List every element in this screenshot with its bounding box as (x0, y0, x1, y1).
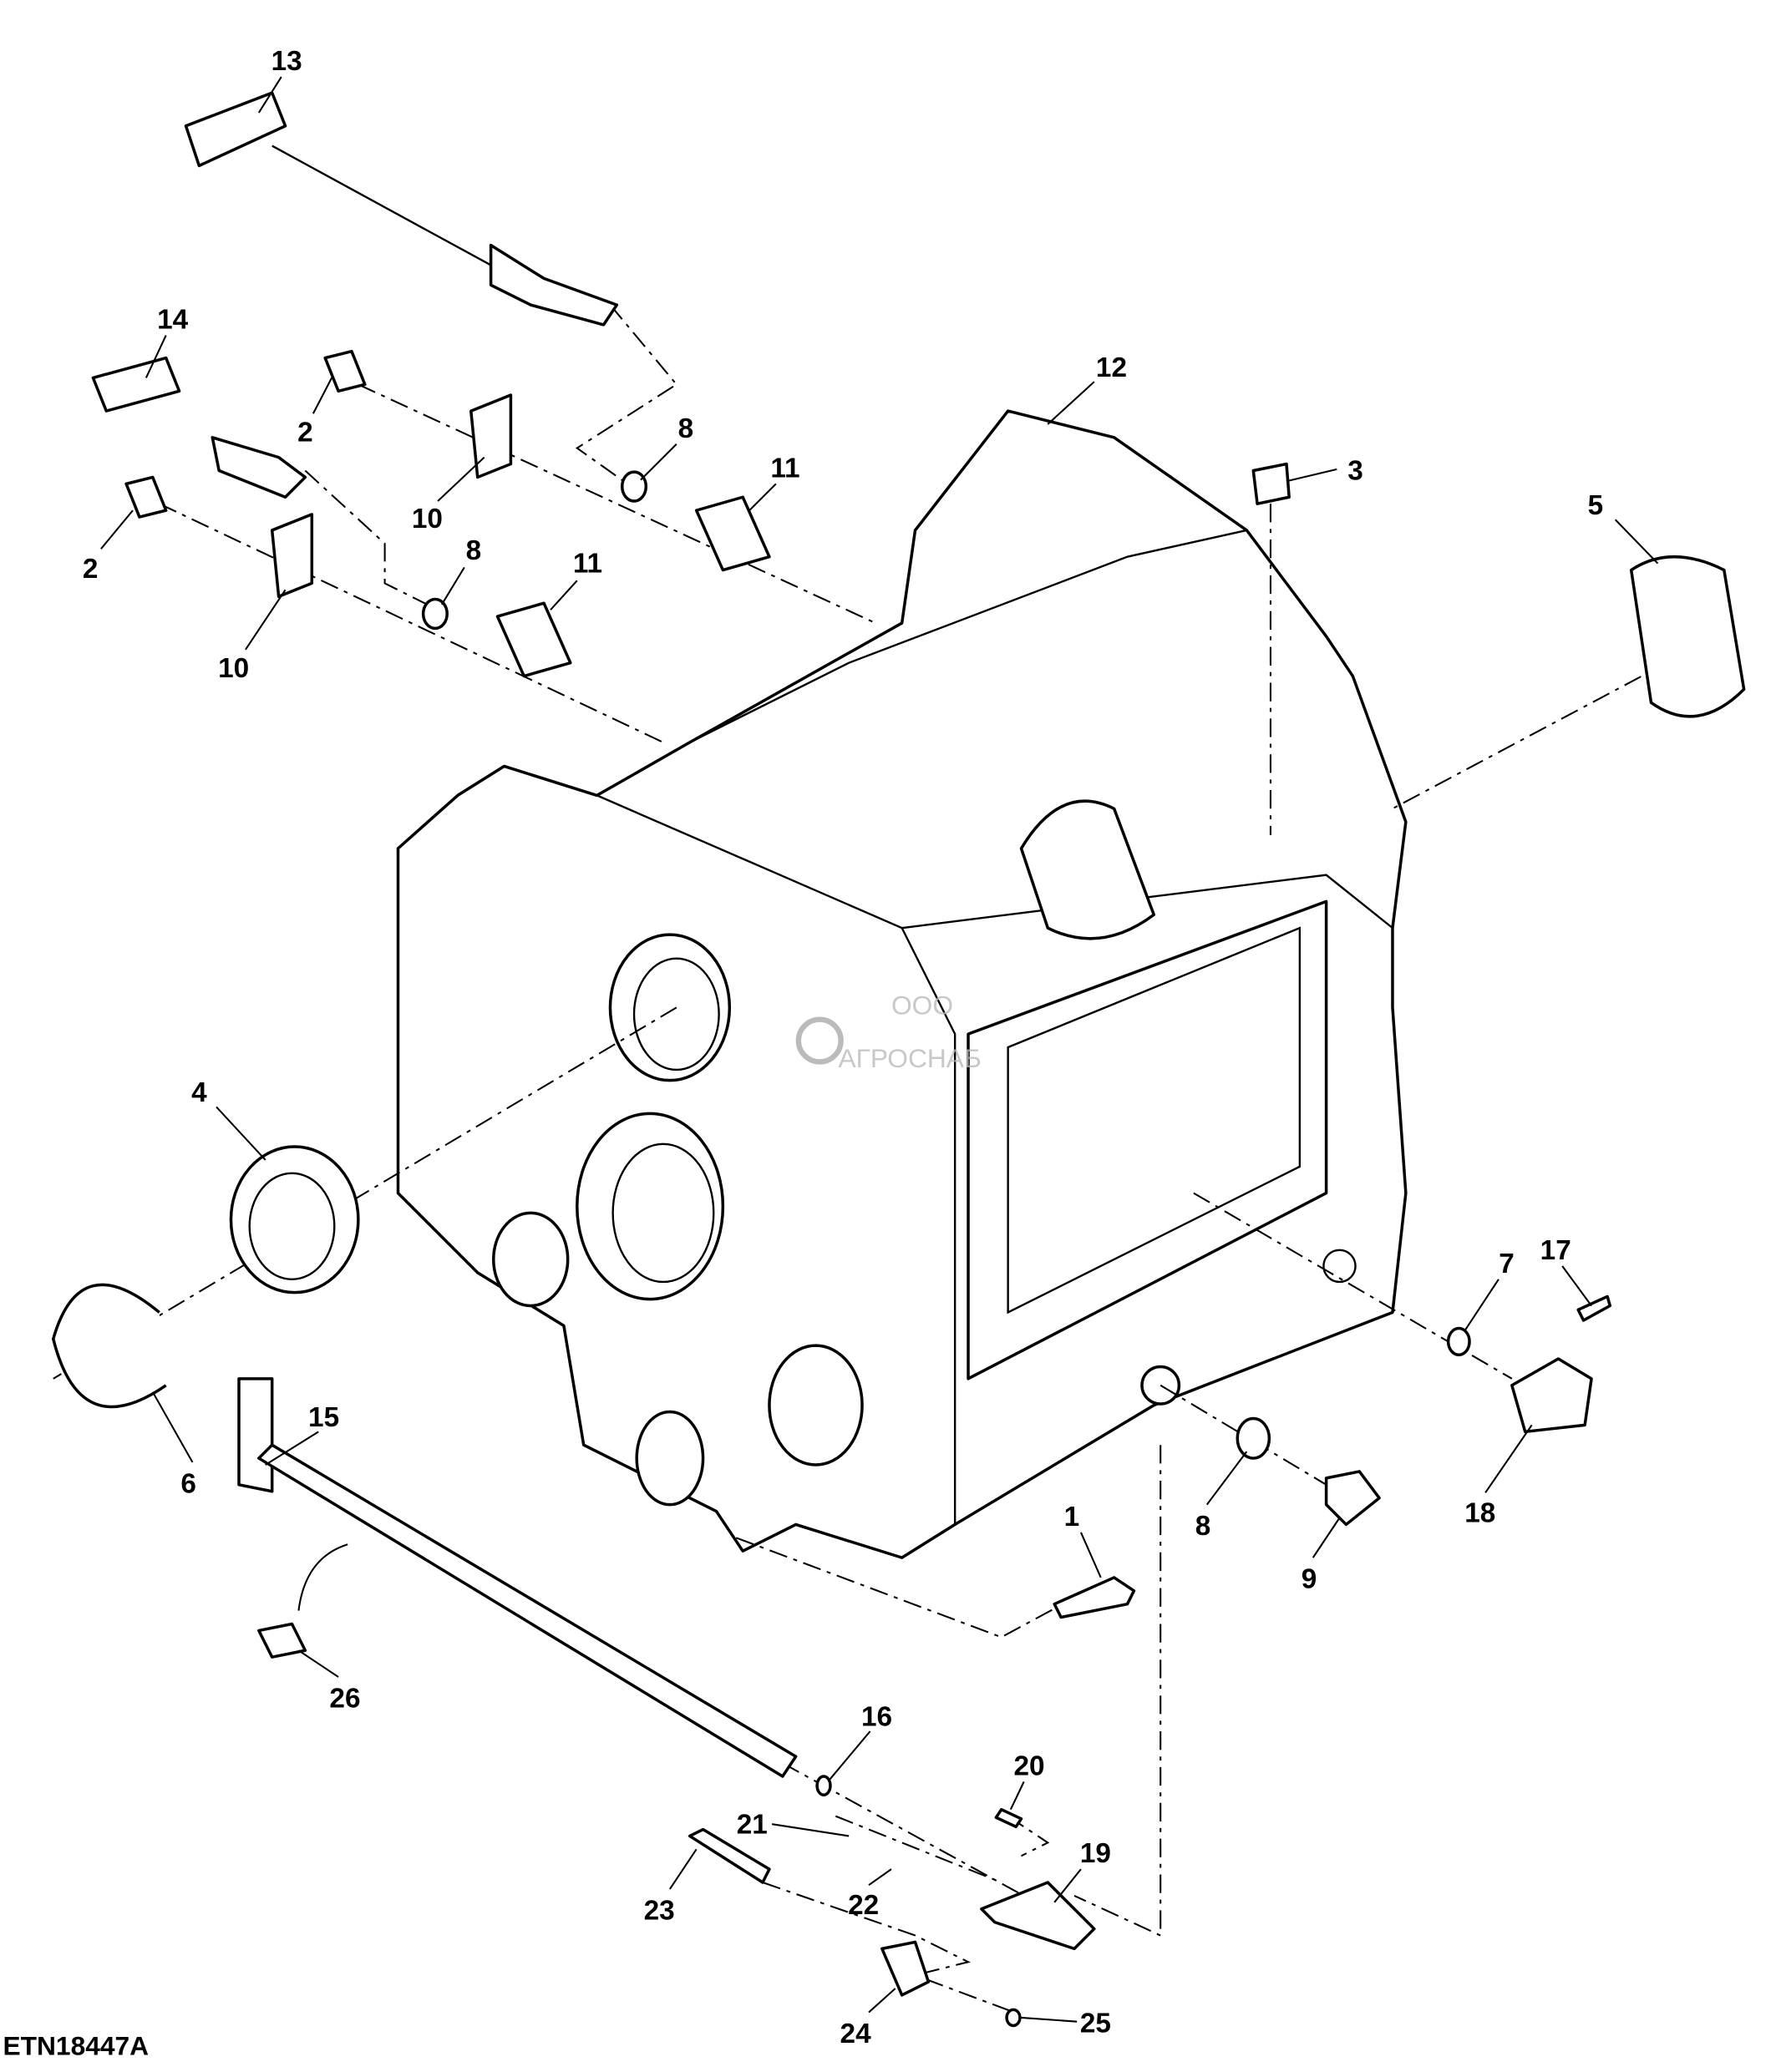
o-ring-7 (1446, 1326, 1471, 1356)
callout-23: 23 (644, 1895, 675, 1926)
callout-labels: 13 14 2 2 10 10 8 8 11 11 12 3 5 4 6 7 1… (83, 46, 1603, 2049)
transmission-housing (396, 409, 1408, 1559)
pin-23 (688, 1827, 771, 1884)
speed-sensor-13 (489, 243, 619, 327)
callout-16: 16 (861, 1702, 892, 1733)
harness-cable-13 (271, 144, 492, 266)
harness-connector-14 (91, 356, 181, 413)
callout-18: 18 (1464, 1497, 1495, 1528)
washer-16 (815, 1775, 832, 1796)
leader-lines (100, 76, 1659, 2023)
pin-20 (994, 1807, 1023, 1829)
parts (52, 91, 1746, 2028)
callout-8: 8 (678, 413, 694, 444)
lever-18 (1510, 1357, 1593, 1434)
callout-5: 5 (1588, 490, 1604, 521)
callout-19: 19 (1080, 1838, 1111, 1869)
plug-3 (1251, 462, 1291, 505)
svg-text:АГРОСНАБ: АГРОСНАБ (838, 1043, 981, 1073)
bushing-11b (495, 601, 572, 678)
callout-22: 22 (848, 1890, 879, 1921)
callout-13: 13 (271, 46, 302, 77)
callout-14: 14 (157, 305, 189, 336)
seal-5 (1629, 555, 1746, 718)
svg-text:ООО: ООО (891, 990, 953, 1020)
callout-12: 12 (1096, 352, 1127, 383)
callout-8: 8 (466, 535, 482, 566)
callout-11: 11 (770, 453, 799, 484)
snap-ring-6 (52, 1283, 167, 1409)
callout-1: 1 (1064, 1502, 1080, 1532)
bushing-11a (694, 495, 771, 572)
harness-connector-13 (184, 91, 287, 168)
speed-sensor-14 (211, 436, 307, 499)
callout-10: 10 (412, 504, 443, 534)
clip-24 (880, 1940, 931, 1997)
callout-9: 9 (1302, 1564, 1317, 1595)
spring-26 (257, 1622, 307, 1659)
o-ring-8a (620, 470, 648, 503)
callout-6: 6 (180, 1468, 196, 1499)
bolt-2b (124, 475, 168, 519)
clamp-10a (469, 393, 513, 479)
cap-screw-1 (1053, 1576, 1136, 1619)
shaft-bracket-15 (237, 1377, 274, 1493)
pin-17 (1576, 1294, 1612, 1322)
callout-21: 21 (737, 1809, 768, 1840)
callout-15: 15 (308, 1402, 339, 1433)
callout-17: 17 (1540, 1235, 1571, 1266)
callout-2: 2 (83, 554, 99, 585)
ring-25 (1005, 2008, 1022, 2028)
drain-plug-9 (1324, 1470, 1381, 1527)
lever-19 (980, 1881, 1096, 1951)
callout-8: 8 (1195, 1511, 1211, 1542)
callout-3: 3 (1347, 456, 1363, 487)
callout-2: 2 (297, 418, 313, 448)
bolt-2a (323, 349, 367, 393)
o-ring-8c (1236, 1416, 1271, 1460)
callout-26: 26 (329, 1683, 360, 1714)
figure-id: ETN18447A (3, 2030, 149, 2060)
o-ring-8b (421, 597, 449, 631)
callout-4: 4 (191, 1077, 207, 1108)
callout-10: 10 (218, 653, 249, 684)
shaft-15 (257, 1443, 798, 1778)
callout-20: 20 (1014, 1750, 1045, 1781)
callout-25: 25 (1080, 2008, 1111, 2039)
callout-24: 24 (840, 2019, 872, 2049)
callout-11: 11 (573, 549, 602, 580)
watermark: ООО АГРОСНАБ (795, 990, 982, 1073)
clamp-10b (270, 513, 314, 599)
rotation-arrow (297, 1543, 348, 1611)
callout-7: 7 (1499, 1249, 1515, 1279)
